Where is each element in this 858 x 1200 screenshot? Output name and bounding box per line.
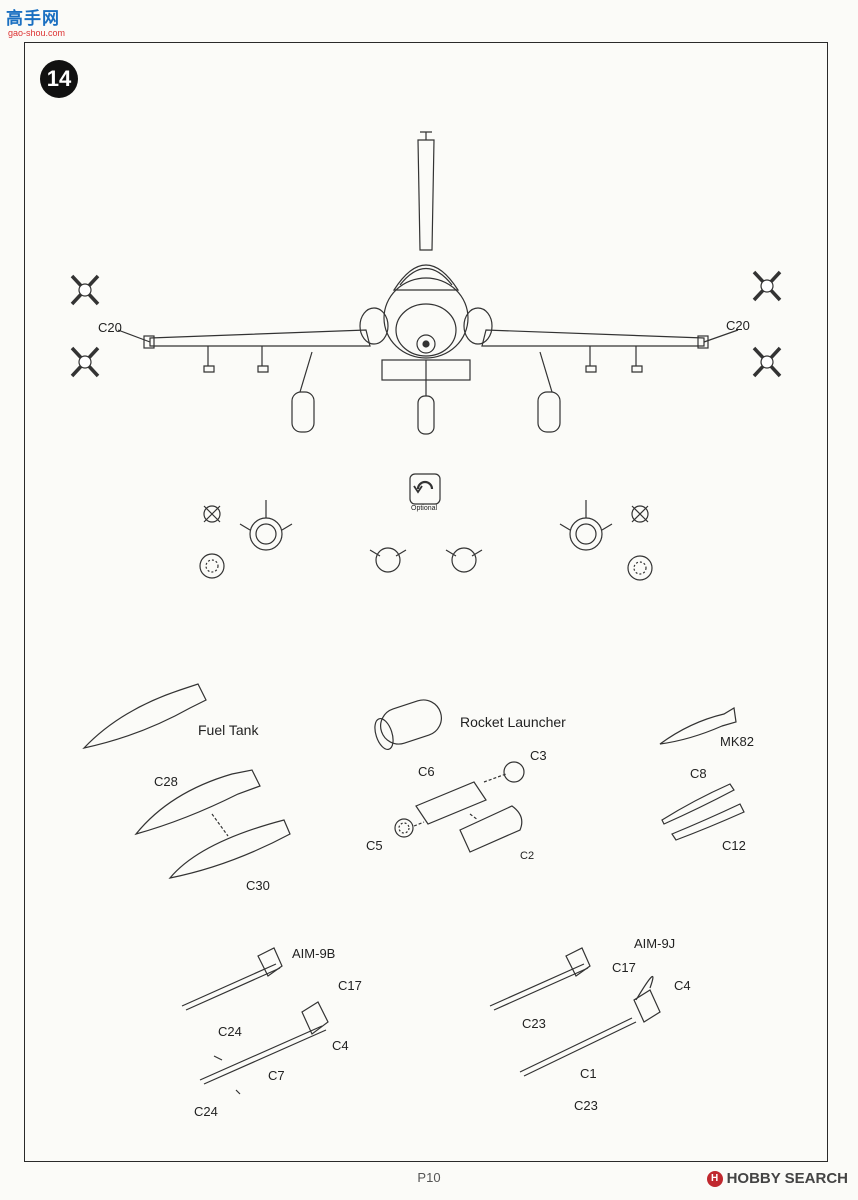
label-c24-bottom: C24: [194, 1104, 218, 1119]
label-c30: C30: [246, 878, 270, 893]
aim9b-assembly: [181, 947, 329, 1095]
instruction-frame: [24, 42, 828, 1162]
label-rocket-launcher: Rocket Launcher: [460, 714, 566, 730]
label-optional: Optional: [411, 505, 438, 512]
aircraft-front-view: [143, 131, 709, 435]
label-c5: C5: [366, 838, 383, 853]
label-c3: C3: [530, 748, 547, 763]
label-c23-bottom: C23: [574, 1098, 598, 1113]
label-c4-j: C4: [674, 978, 691, 993]
label-c2: C2: [520, 850, 535, 862]
page-number: P10: [417, 1170, 441, 1185]
brand-name: HOBBY SEARCH: [726, 1170, 848, 1187]
label-c12: C12: [722, 838, 746, 853]
brand-logo: H HOBBY SEARCH: [706, 1170, 848, 1187]
label-aim9b: AIM-9B: [292, 946, 336, 961]
label-c20-left: C20: [98, 320, 122, 335]
label-c17-b: C17: [338, 978, 362, 993]
label-aim9j: AIM-9J: [634, 936, 676, 951]
label-c24-top: C24: [218, 1024, 242, 1039]
label-c20-right: C20: [726, 318, 750, 333]
label-fuel-tank: Fuel Tank: [198, 722, 259, 738]
label-c23-top: C23: [522, 1016, 546, 1031]
label-c1: C1: [580, 1066, 597, 1081]
watermark-url: gao-shou.com: [8, 28, 66, 38]
label-c7: C7: [268, 1068, 285, 1083]
rocket-launcher-assembly: [374, 699, 525, 853]
pylon-adapters: [199, 500, 653, 581]
label-c28: C28: [154, 774, 178, 789]
label-mk82: MK82: [720, 734, 754, 749]
label-c6: C6: [418, 764, 435, 779]
watermark-site: 高手网: [6, 9, 60, 28]
brand-mark-icon: H: [706, 1170, 723, 1187]
label-c17-j: C17: [612, 960, 636, 975]
mk82-assembly: [659, 707, 745, 841]
label-c4-b: C4: [332, 1038, 349, 1053]
fuel-tank-assembly: [82, 683, 291, 879]
aim9j-assembly: [489, 947, 661, 1077]
step-number-badge: 14: [40, 60, 78, 98]
label-c8: C8: [690, 766, 707, 781]
